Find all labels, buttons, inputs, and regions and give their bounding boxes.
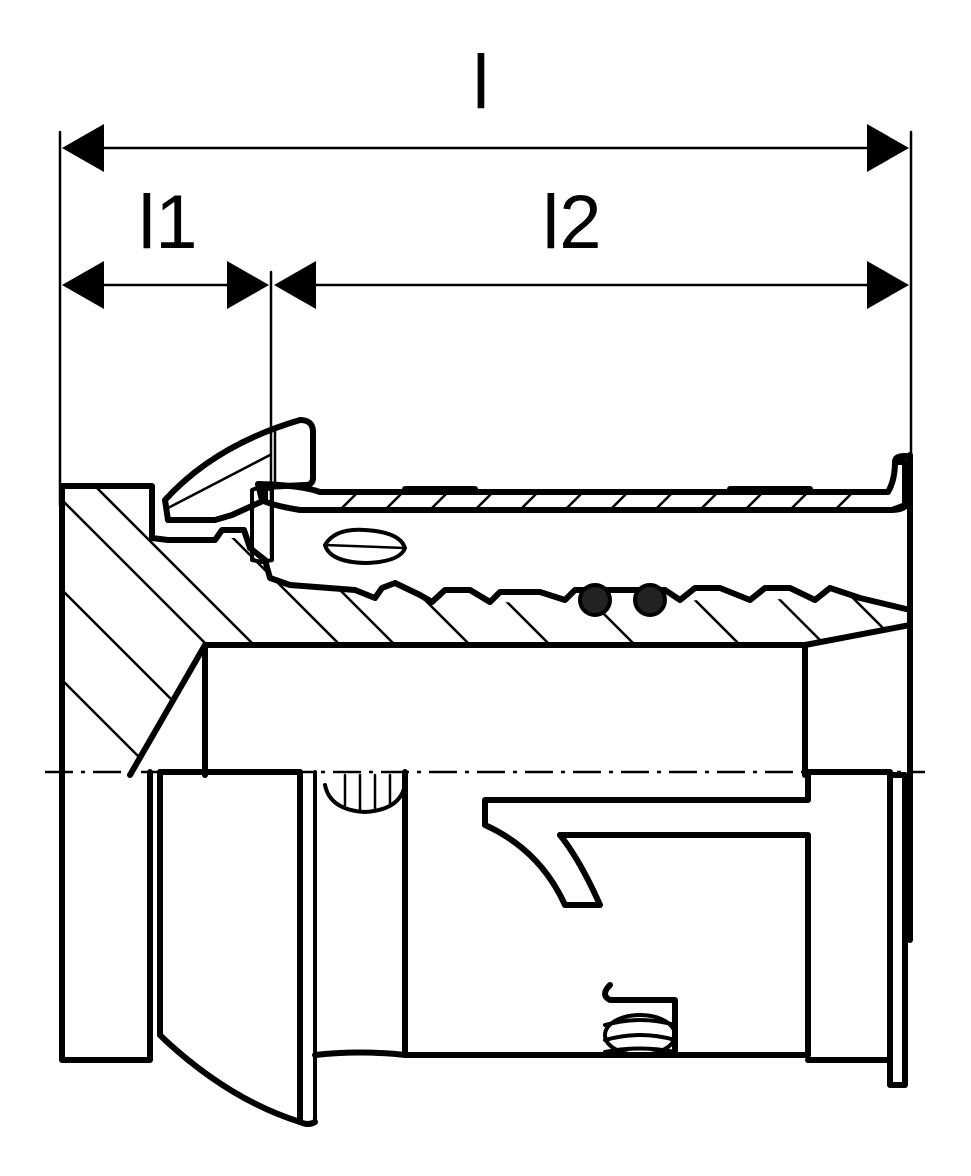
dimension-lines xyxy=(58,124,913,557)
knurl-window xyxy=(323,783,407,814)
upper-section-view xyxy=(59,417,913,778)
inspection-window-divider xyxy=(323,543,407,550)
section-hatching xyxy=(62,486,896,775)
right-flange-tab xyxy=(887,772,908,1088)
press-sleeve-hatching xyxy=(339,491,854,511)
lower-external-view xyxy=(59,769,913,1127)
dimension-label-total: l xyxy=(473,40,490,125)
spring-ring xyxy=(603,1013,677,1057)
release-collar xyxy=(157,769,303,1125)
end-ring-outer xyxy=(59,769,153,1063)
spring-clip xyxy=(602,982,678,1058)
right-flange xyxy=(805,769,893,1063)
o-ring-left xyxy=(578,583,612,617)
sleeve-body-outline xyxy=(402,769,811,1058)
dimension-label-l1: l1 xyxy=(138,180,197,265)
release-collar-corner xyxy=(297,1119,318,1127)
release-ring-inner-line xyxy=(166,453,272,510)
total-left-arrowhead xyxy=(62,124,104,172)
insert-stop xyxy=(250,484,274,564)
l2-right-arrowhead xyxy=(867,261,909,309)
l2-left-arrowhead xyxy=(274,261,316,309)
body-section-outline xyxy=(59,483,913,778)
l1-left-arrowhead xyxy=(62,261,104,309)
l1-right-arrowhead xyxy=(227,261,269,309)
sleeve-top-outline xyxy=(482,769,811,908)
base-line xyxy=(312,1049,408,1058)
release-ring xyxy=(162,417,316,523)
o-ring-right xyxy=(633,583,667,617)
dimension-label-l2: l2 xyxy=(542,180,601,265)
knurl-lines xyxy=(343,773,392,812)
total-right-arrowhead xyxy=(867,124,909,172)
